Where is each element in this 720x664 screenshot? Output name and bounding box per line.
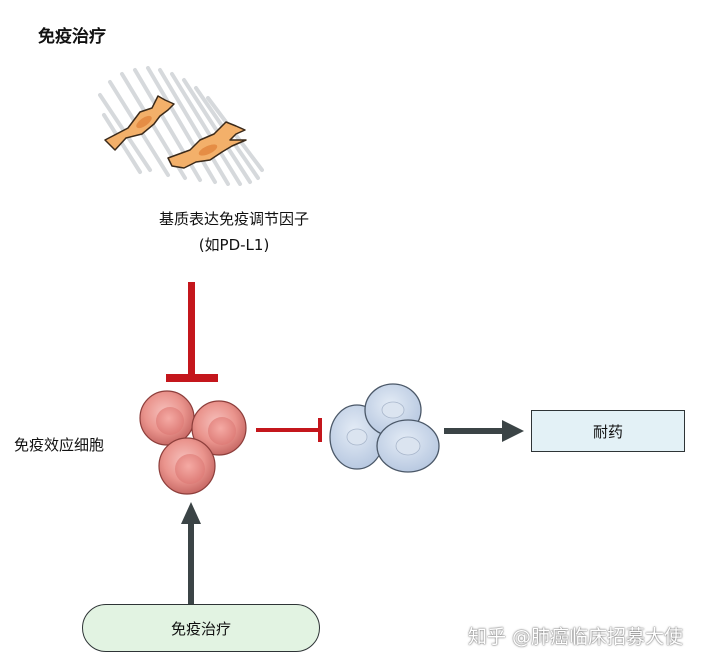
activation-arrow-icon [181,502,201,606]
effector-cell-icon [158,437,216,495]
fibroblast-cell-icon [167,121,247,169]
therapy-label: 免疫治疗 [170,619,231,638]
therapy-pill: 免疫治疗 [82,604,320,652]
tumor-cell-icon [376,419,440,473]
page-title: 免疫治疗 [38,27,106,47]
inhibition-bar-icon [166,282,218,382]
effector-cell-icon [191,400,247,456]
effector-cell-icon [139,390,195,446]
stroma-factor-label: 基质表达免疫调节因子 [158,210,309,228]
inhibition-bar-icon [256,418,322,442]
fibroblast-cell-icon [104,95,175,151]
effector-cell-label: 免疫效应细胞 [14,436,105,454]
watermark: 知乎 @肺癌临床招募大使 [468,626,684,648]
resistance-box: 耐药 [531,410,685,452]
stroma-factor-example: (如PD-L1) [198,236,270,254]
resistance-label: 耐药 [592,422,623,441]
activation-arrow-icon [444,420,524,442]
